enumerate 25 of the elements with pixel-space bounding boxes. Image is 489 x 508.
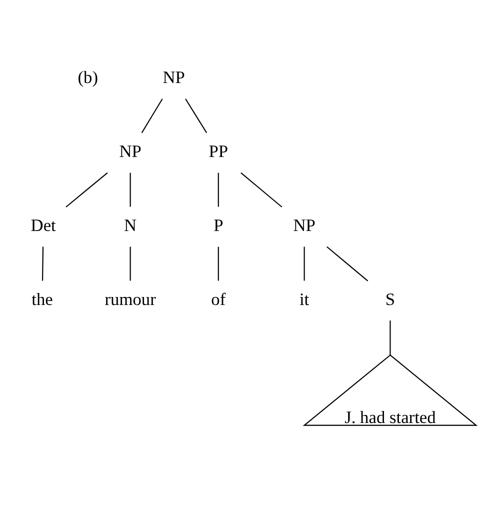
node-text: the bbox=[32, 290, 53, 309]
node-text: P bbox=[214, 216, 224, 235]
node-text: S bbox=[385, 290, 396, 309]
node-text: PP bbox=[208, 142, 228, 161]
connector bbox=[240, 172, 282, 208]
node-text: NP bbox=[162, 68, 185, 88]
connector bbox=[130, 172, 131, 207]
label: (b) bbox=[78, 68, 98, 88]
connector bbox=[390, 320, 391, 356]
connector bbox=[141, 98, 163, 134]
connector bbox=[326, 246, 368, 282]
node-text: of bbox=[211, 290, 226, 309]
node-text: Det bbox=[30, 216, 56, 235]
connector bbox=[185, 98, 208, 134]
connector bbox=[66, 172, 108, 208]
connector bbox=[304, 246, 305, 281]
node-text: it bbox=[299, 290, 310, 309]
connector bbox=[130, 246, 131, 281]
connector bbox=[218, 246, 219, 281]
node-text: NP bbox=[293, 216, 316, 235]
node-text: N bbox=[124, 216, 137, 235]
node-text: rumour bbox=[104, 290, 156, 309]
connector bbox=[218, 172, 219, 207]
node-text: NP bbox=[119, 142, 142, 161]
connector bbox=[42, 246, 44, 281]
